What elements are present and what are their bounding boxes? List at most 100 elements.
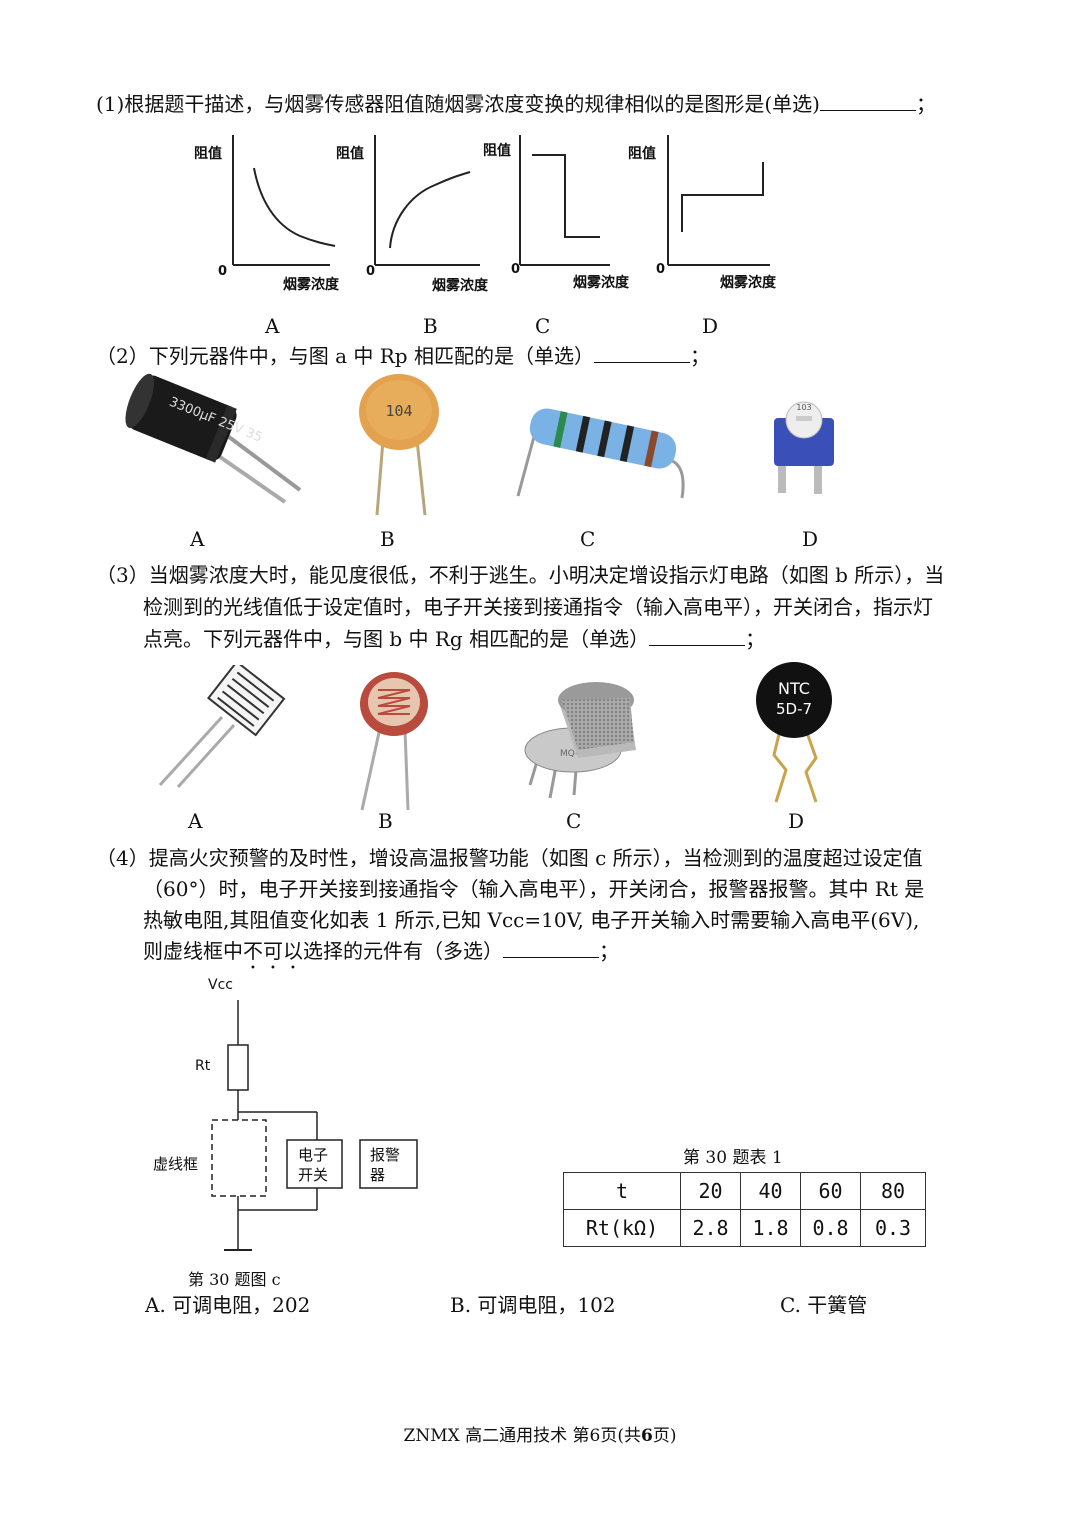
q2-option-c: C [580,527,596,551]
graph-b-xlabel: 烟雾浓度 [432,278,488,294]
q2-option-b: B [380,527,395,551]
gas-sensor-image[interactable]: MQ-2 [518,670,653,805]
electrolytic-capacitor-image[interactable]: 3300μF 25V 35 [125,372,310,507]
q4-choice-a[interactable]: A. 可调电阻，202 [145,1293,311,1317]
q2-answer-blank[interactable] [593,340,690,363]
graph-a-xlabel: 烟雾浓度 [283,277,339,293]
table-cell: 0.8 [800,1209,861,1247]
q4-line4-c: 选择的元件有（多选） [303,939,503,963]
graph-b-option: B [423,314,438,338]
q3-option-b: B [378,809,393,833]
trimmer-potentiometer-image[interactable]: 103 [768,398,843,498]
graph-b[interactable] [374,135,480,266]
graph-a-ylabel: 阻值 [194,146,222,162]
circuit-vcc-label: Vcc [208,977,233,993]
graph-c-xlabel: 烟雾浓度 [573,275,629,291]
ntc-thermistor-image[interactable]: NTC 5D-7 [748,660,843,808]
humidity-sensor-image[interactable] [150,665,290,790]
q3-end: ； [745,627,766,651]
q3-option-d: D [788,809,805,833]
q1-answer-blank[interactable] [819,88,916,111]
q2-end: ； [689,344,710,368]
alarm [359,1139,418,1189]
graph-d-line [681,162,764,232]
q4-end: ； [599,939,619,963]
graph-c-ylabel: 阻值 [483,143,511,159]
table-cell: 0.3 [860,1209,926,1247]
table-cell: 80 [860,1172,926,1210]
circuit-rt-label: Rt [195,1058,211,1074]
graph-b-origin: 0 [366,264,376,279]
q4-line1: （4）提高火灾预警的及时性，增设高温报警功能（如图 c 所示），当检测到的温度超… [96,846,923,870]
q3-option-a: A [188,809,203,833]
q3-line2: 检测到的光线值低于设定值时，电子开关接到接通指令（输入高电平），开关闭合，指示灯 [143,595,933,619]
graph-a-option: A [265,314,280,338]
table-cell: 60 [800,1172,861,1210]
graph-c[interactable] [519,135,610,266]
q3-line1: （3）当烟雾浓度大时，能见度很低，不利于逃生。小明决定增设指示灯电路（如图 b … [96,563,945,587]
graph-d[interactable] [667,135,770,266]
ntc-line1: NTC [778,679,810,698]
q3-answer-blank[interactable] [649,623,746,646]
q3-line3-wrap: 点亮。下列元器件中，与图 b 中 Rg 相匹配的是（单选） ； [143,623,765,655]
graph-b-curve [389,171,471,249]
footer-subject: 高二通用技术 [465,1426,568,1446]
circuit-caption: 第 30 题图 c [188,1270,281,1289]
q4-line2: （60°）时，电子开关接到接通指令（输入高电平），开关闭合，报警器报警。其中 R… [143,877,925,901]
resistor-image[interactable] [510,388,695,503]
switch-line2: 开关 [298,1166,329,1184]
alarm-line1: 报警 [370,1146,401,1164]
q4-answer-blank[interactable] [503,935,599,958]
q4-line4: 则虚线框中不可以选择的元件有（多选） ； [143,935,619,974]
table-caption: 第 30 题表 1 [683,1148,783,1168]
gas-sensor-marking: MQ-2 [560,749,584,759]
graph-d-origin: 0 [656,262,666,277]
q1-graphs [232,135,770,266]
graph-d-xlabel: 烟雾浓度 [720,275,776,291]
q1-end: ； [915,92,936,116]
graph-c-option: C [535,314,551,338]
table-cell: 2.8 [680,1209,741,1247]
rt-resistor [227,1044,249,1091]
q2-prompt: （2）下列元器件中，与图 a 中 Rp 相匹配的是（单选） ； [96,340,710,372]
table-cell: 1.8 [740,1209,801,1247]
q3-line3: 点亮。下列元器件中，与图 b 中 Rg 相匹配的是（单选） [143,627,650,651]
graph-c-line [532,154,600,238]
ntc-line2: 5D-7 [776,700,812,718]
ceramic-capacitor-image[interactable]: 104 [355,370,445,520]
q2-text: （2）下列元器件中，与图 a 中 Rp 相匹配的是（单选） [96,344,594,368]
table-cell: Rt(kΩ) [563,1209,681,1247]
switch-line1: 电子 [298,1146,329,1164]
trimmer-marking: 103 [796,403,811,412]
alarm-line2: 器 [370,1166,386,1184]
footer-code: ZNMX [403,1426,460,1446]
table-row: Rt(kΩ) 2.8 1.8 0.8 0.3 [563,1209,926,1247]
q1-prompt: (1)根据题干描述，与烟雾传感器阻值随烟雾浓度变换的规律相似的是图形是(单选) ； [96,88,936,120]
ceramic-marking: 104 [385,402,412,420]
photoresistor-image[interactable] [350,668,440,813]
graph-a-origin: 0 [218,264,228,279]
q1-text: (1)根据题干描述，与烟雾传感器阻值随烟雾浓度变换的规律相似的是图形是(单选) [96,92,820,116]
graph-a-curve [253,167,336,247]
electronic-switch [286,1139,343,1189]
graph-a[interactable] [232,135,336,266]
footer-page: 第6页(共6页) [572,1426,677,1446]
table-row: t 20 40 60 80 [563,1172,926,1210]
q4-choice-b[interactable]: B. 可调电阻，102 [450,1293,616,1317]
table-cell: 40 [740,1172,801,1210]
graph-c-origin: 0 [511,262,521,277]
circuit-diagram [211,1000,418,1251]
table-cell: t [563,1172,681,1210]
q2-option-a: A [190,527,205,551]
graph-d-ylabel: 阻值 [628,146,656,162]
thermistor-table: t 20 40 60 80 Rt(kΩ) 2.8 1.8 0.8 0.3 [563,1172,926,1247]
graph-d-option: D [702,314,719,338]
q4-emphasis: 不可以 [243,939,303,963]
circuit-alarm-label: 报警 器 [370,1145,400,1185]
circuit-switch-label: 电子 开关 [298,1145,328,1185]
dashed-box [211,1119,267,1197]
q3-option-c: C [566,809,582,833]
q4-line4-a: 则虚线框中 [143,939,243,963]
q4-line3: 热敏电阻,其阻值变化如表 1 所示,已知 Vcc=10V, 电子开关输入时需要输… [143,908,920,932]
q4-choice-c[interactable]: C. 干簧管 [780,1293,868,1317]
